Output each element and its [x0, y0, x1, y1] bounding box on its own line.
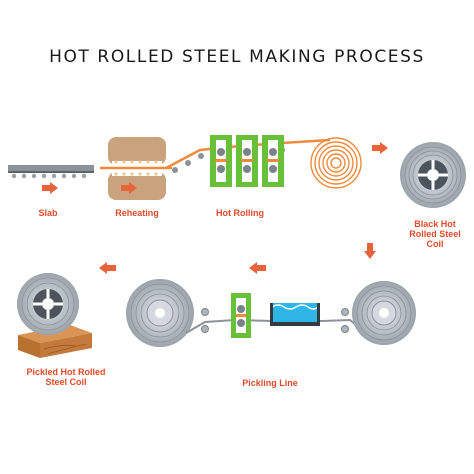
rolling-stand-2-illustration — [236, 135, 258, 187]
arrow-icon — [121, 182, 137, 194]
guide-rollers — [201, 308, 349, 333]
arrow-icon — [372, 142, 388, 154]
pickling-stand-illustration — [231, 293, 251, 338]
label-black-coil-line1: Black Hot — [414, 219, 456, 229]
label-black-coil: Black Hot Rolled Steel Coil — [398, 219, 472, 249]
hot-coil-illustration — [310, 137, 362, 189]
label-slab: Slab — [38, 208, 58, 218]
uncoiler-illustration — [126, 279, 194, 347]
rolling-stand-3-illustration — [262, 135, 284, 187]
rolling-stand-1-illustration — [210, 135, 232, 187]
recoiler-illustration — [352, 281, 416, 345]
reheating-furnace-illustration — [100, 137, 172, 200]
label-black-coil-line2: Rolled Steel — [409, 229, 461, 239]
black-coil-illustration — [400, 142, 466, 208]
label-hot-rolling: Hot Rolling — [216, 208, 264, 218]
arrow-icon — [249, 262, 266, 274]
pickling-tank-illustration — [270, 303, 320, 326]
arrow-icon — [99, 262, 116, 274]
label-pickled-coil-line2: Steel Coil — [45, 377, 87, 387]
arrow-icon — [364, 243, 376, 259]
label-reheating: Reheating — [115, 208, 159, 218]
diagram-title: HOT ROLLED STEEL MAKING PROCESS — [49, 47, 425, 67]
label-pickling-line: Pickling Line — [242, 378, 298, 388]
label-black-coil-line3: Coil — [426, 239, 444, 249]
pickled-coil-illustration — [17, 273, 79, 335]
slab-illustration — [8, 165, 94, 179]
label-pickled-coil-line1: Pickled Hot Rolled — [26, 367, 106, 377]
arrow-icon — [42, 182, 58, 194]
label-pickled-coil: Pickled Hot Rolled Steel Coil — [16, 367, 116, 387]
